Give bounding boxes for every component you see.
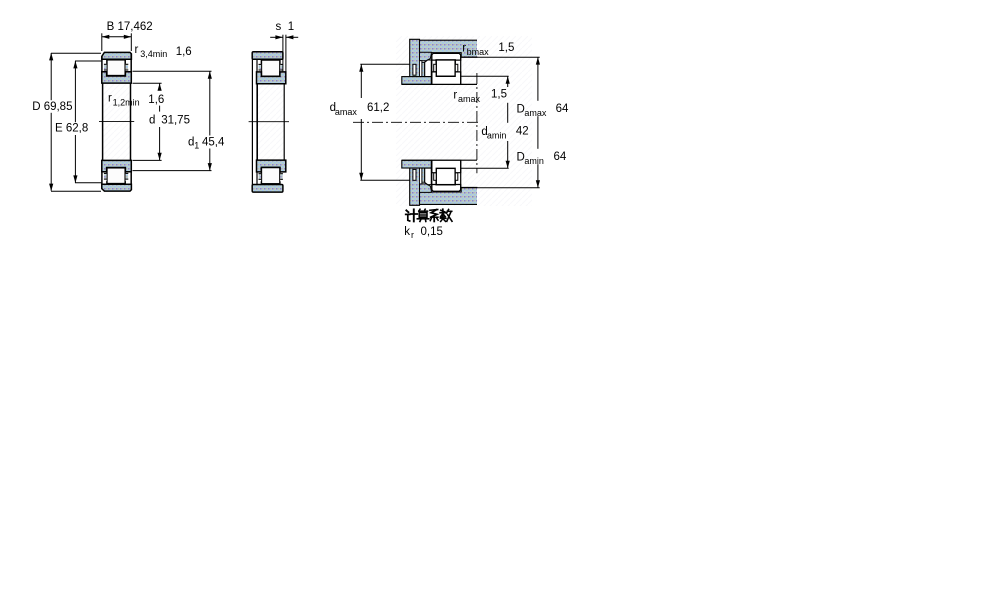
svg-text:D 69,85: D 69,85 — [32, 101, 72, 113]
svg-text:d: d — [149, 115, 155, 127]
svg-text:3,4min: 3,4min — [140, 49, 167, 59]
svg-text:k: k — [404, 226, 410, 238]
svg-text:amax: amax — [524, 108, 547, 118]
svg-text:64: 64 — [556, 103, 569, 115]
svg-text:r: r — [462, 43, 466, 55]
svg-text:r: r — [108, 93, 112, 105]
svg-text:1,6: 1,6 — [176, 46, 192, 58]
svg-text:61,2: 61,2 — [367, 102, 389, 114]
svg-text:amax: amax — [335, 107, 358, 117]
svg-text:amin: amin — [487, 131, 507, 141]
svg-text:64: 64 — [554, 151, 567, 163]
svg-text:1,5: 1,5 — [491, 89, 507, 101]
svg-text:E 62,8: E 62,8 — [55, 123, 88, 135]
svg-text:amin: amin — [524, 156, 544, 166]
svg-text:45,4: 45,4 — [202, 137, 225, 149]
svg-text:1,6: 1,6 — [148, 94, 164, 106]
svg-text:d: d — [188, 137, 194, 149]
svg-text:1,5: 1,5 — [498, 42, 514, 54]
svg-text:B 17,462: B 17,462 — [107, 21, 153, 33]
svg-text:31,75: 31,75 — [161, 115, 190, 127]
svg-text:bmax: bmax — [467, 47, 490, 57]
svg-text:D: D — [517, 152, 525, 164]
svg-text:d: d — [481, 126, 487, 138]
svg-text:r: r — [453, 89, 457, 101]
svg-text:d: d — [330, 102, 336, 114]
svg-text:r: r — [411, 230, 414, 240]
svg-text:1: 1 — [194, 141, 199, 151]
svg-text:amax: amax — [458, 94, 481, 104]
svg-text:s: s — [276, 21, 282, 33]
svg-text:D: D — [517, 104, 525, 116]
svg-text:0,15: 0,15 — [421, 226, 443, 238]
svg-text:1: 1 — [288, 21, 294, 33]
svg-text:1,2min: 1,2min — [113, 97, 140, 107]
svg-text:r: r — [135, 44, 139, 56]
svg-text:42: 42 — [516, 126, 529, 138]
